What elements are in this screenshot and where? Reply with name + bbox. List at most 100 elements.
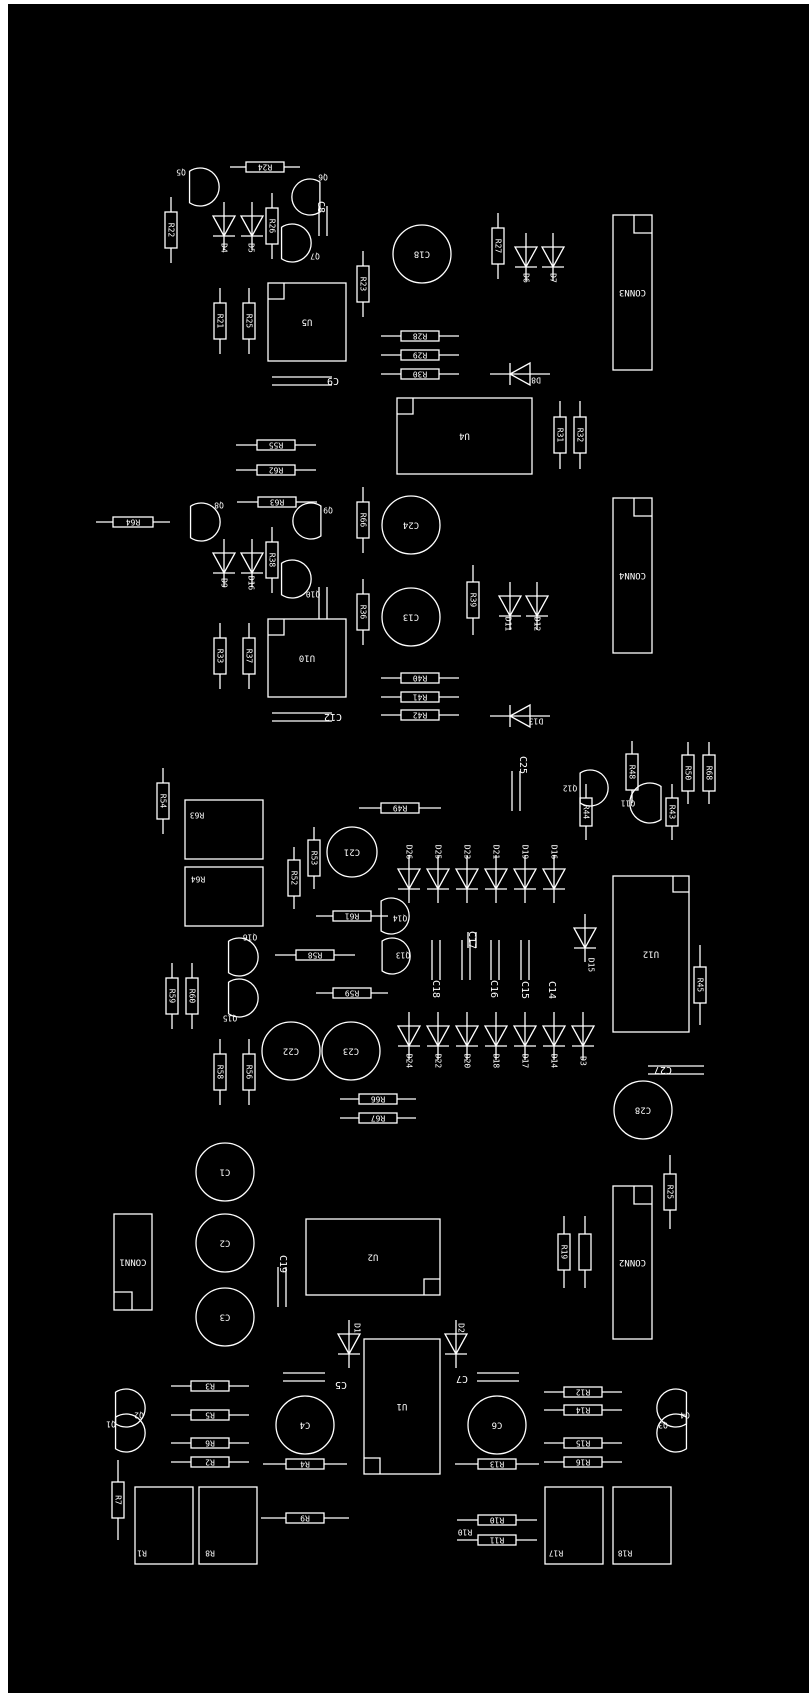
resistor-r22	[164, 197, 178, 263]
resistor-r9	[261, 1512, 349, 1524]
connector-conn3	[612, 214, 653, 371]
ref-q3: Q3	[658, 1421, 668, 1430]
resistor-r36	[356, 579, 370, 645]
ref-q8: Q8	[214, 501, 224, 510]
ref-r30: R30	[413, 370, 428, 379]
ref-r5: R5	[205, 1411, 215, 1420]
diode-d9	[211, 539, 237, 587]
ref-c16: C16	[488, 980, 499, 998]
chip-u4	[396, 397, 533, 475]
diode-d21	[483, 855, 509, 903]
ref-d4: D4	[220, 243, 229, 253]
transistor-q15	[227, 978, 259, 1018]
transistor-q10	[280, 559, 312, 599]
resistor-r11	[457, 1534, 537, 1546]
ref-r1: R1	[137, 1549, 147, 1558]
diode-d19	[512, 855, 538, 903]
ref-conn4: CONN4	[619, 570, 646, 580]
ref-q13: Q13	[396, 951, 411, 960]
ref-d11: D11	[504, 617, 513, 632]
resistor-r39	[466, 565, 480, 635]
ref-r27: R27	[494, 239, 503, 254]
ref-d17: D17	[521, 1054, 530, 1069]
ref-q6: Q6	[318, 173, 328, 182]
transistor-q7	[280, 223, 312, 263]
ref-d25: D25	[434, 845, 443, 860]
ref-r24: R24	[258, 163, 273, 172]
resistor-r54	[156, 768, 170, 834]
ref-r61: R61	[345, 912, 360, 921]
ref-r64: R64	[126, 518, 141, 527]
ref-r49: R49	[393, 804, 408, 813]
ref-r25: R25	[666, 1185, 675, 1200]
board-outline	[8, 4, 809, 1693]
resistor-r44	[579, 784, 593, 840]
ref-c6: C6	[492, 1420, 503, 1430]
ref-d26: D26	[405, 845, 414, 860]
diode-d13	[490, 703, 550, 729]
chip-u5	[267, 282, 347, 362]
ref-r19: R19	[560, 1245, 569, 1260]
ref-r2: R2	[205, 1458, 215, 1467]
ref-r60: R60	[188, 989, 197, 1004]
ref-r10: R10	[490, 1516, 505, 1525]
power-resistor-r63	[184, 799, 264, 860]
resistor-r7	[111, 1460, 125, 1540]
ref-r29: R29	[413, 351, 428, 360]
ref-r64: R64	[191, 875, 206, 884]
ref-d21: D21	[492, 845, 501, 860]
ref-d12: D12	[533, 617, 542, 632]
chip-u10	[267, 618, 347, 698]
ref-r17: R17	[549, 1549, 564, 1558]
transistor-q12	[579, 769, 609, 807]
chip-u2	[305, 1218, 441, 1296]
ref-c27: C27	[654, 1064, 672, 1075]
ref-r21: R21	[216, 314, 225, 329]
ref-r25: R25	[245, 314, 254, 329]
ref-d7: D7	[549, 273, 558, 283]
ref-c18: C18	[414, 249, 430, 259]
resistor-r66	[356, 487, 370, 553]
ref-d16: D16	[550, 845, 559, 860]
resistor-r27	[491, 213, 505, 279]
capacitor-c17	[467, 932, 477, 948]
transistor-q16	[227, 937, 259, 977]
ref-r68: R68	[705, 766, 714, 781]
ref-r32: R32	[576, 428, 585, 443]
ref-c12: C12	[324, 711, 342, 722]
diode-d2	[443, 1320, 469, 1368]
resistor-r32	[573, 401, 587, 469]
capacitor-c16	[461, 940, 471, 980]
resistor-r26	[265, 193, 279, 259]
resistor-r58	[213, 1039, 227, 1105]
resistor-r29	[381, 349, 459, 361]
resistor-r25	[242, 288, 256, 354]
ref-u10: U10	[299, 653, 315, 663]
resistor-r20	[578, 1216, 592, 1288]
capacitor-c28	[613, 1080, 673, 1140]
ref-r8: R8	[205, 1549, 215, 1558]
ref-r53: R53	[310, 851, 319, 866]
ref-r59: R59	[168, 989, 177, 1004]
capacitor-c25	[511, 771, 521, 811]
ref-r14: R14	[576, 1406, 591, 1415]
ref-r9: R9	[300, 1514, 310, 1523]
ref-u12: U12	[643, 949, 659, 959]
ref-c28: C28	[635, 1105, 651, 1115]
transistor-q2	[114, 1388, 146, 1428]
diode-d24	[396, 1012, 422, 1060]
ref-r67: R67	[371, 1114, 386, 1123]
ref-c14: C14	[546, 981, 557, 999]
resistor-r24	[230, 161, 300, 173]
ref-r42: R42	[413, 711, 428, 720]
resistor-r37	[242, 623, 256, 689]
ref-r15: R15	[576, 1439, 591, 1448]
diode-d15	[572, 914, 598, 962]
ref-r43: R43	[668, 805, 677, 820]
ref-r50: R50	[684, 766, 693, 781]
ref-c5: C5	[335, 1379, 347, 1390]
capacitor-c18	[431, 940, 441, 980]
ref-c19: C19	[277, 1255, 288, 1273]
ref-r38: R38	[268, 553, 277, 568]
